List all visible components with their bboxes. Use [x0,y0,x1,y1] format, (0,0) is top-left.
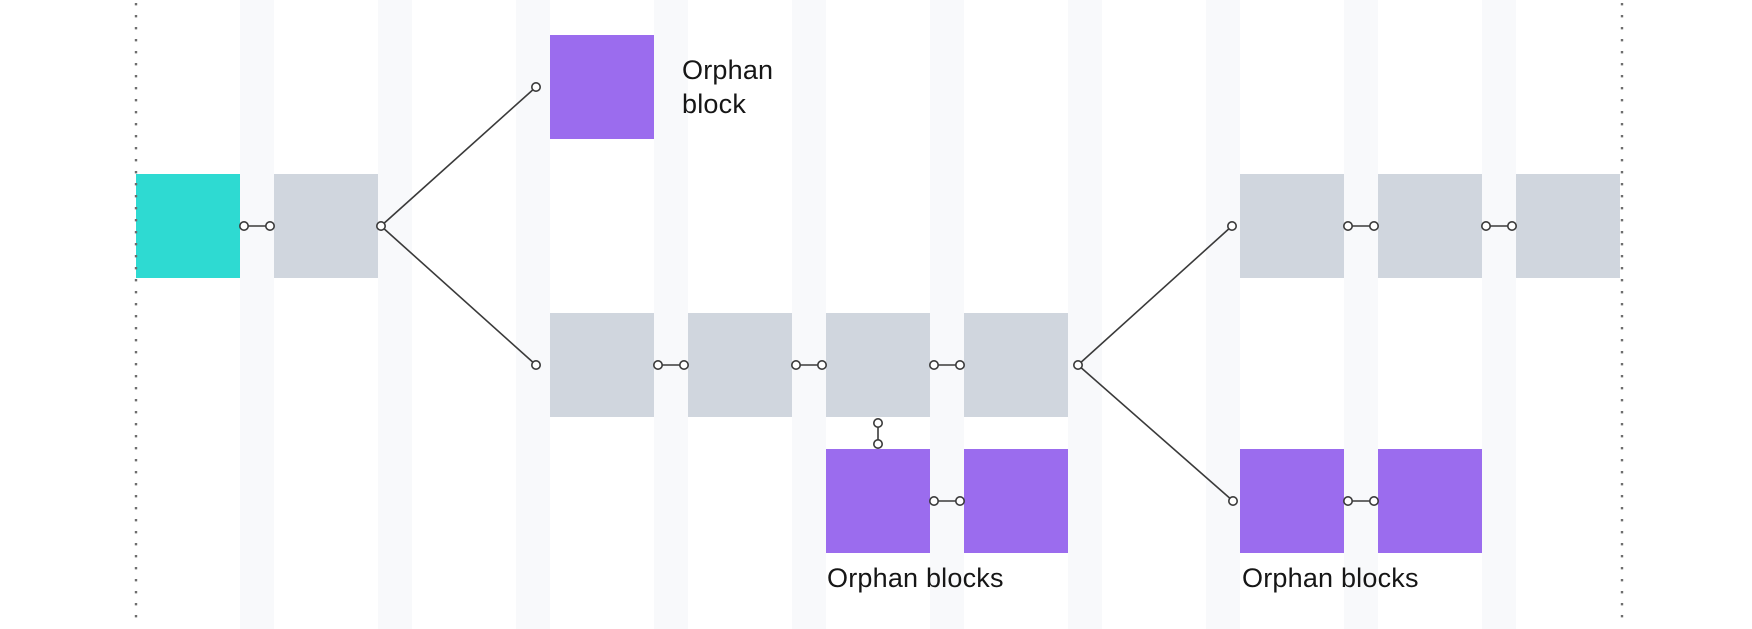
background-stripe [516,0,550,629]
connector-node-icon [652,359,663,370]
connector-node-icon [1481,221,1492,232]
chain-block [688,313,792,417]
connector-node-icon [928,359,939,370]
orphan-block [826,449,930,553]
connector-node-icon [1507,221,1518,232]
chain-block [1240,174,1344,278]
background-stripe [792,0,826,629]
fork-connector-line [1077,364,1234,502]
background-stripe [240,0,274,629]
connector-node-icon [954,359,965,370]
connector-node-icon [264,221,275,232]
connector-node-icon [816,359,827,370]
background-stripe [1206,0,1240,629]
connector-node-icon [872,438,883,449]
connector-node-icon [1343,221,1354,232]
orphan-block [1378,449,1482,553]
chain-block [964,313,1068,417]
connector-node-icon [530,359,541,370]
connector-node-icon [954,495,965,506]
genesis-block [136,174,240,278]
connector-node-icon [1369,495,1380,506]
orphan-block-label: Orphan block [682,55,774,119]
connector-node-icon [678,359,689,370]
orphan-block-top [550,35,654,139]
fork-connector-line [380,225,537,366]
connector-node-icon [1228,495,1239,506]
connector-node-icon [375,221,386,232]
fork-connector-line [380,86,537,227]
orphan-block [1240,449,1344,553]
background-stripe [1482,0,1516,629]
chain-block [274,174,378,278]
background-stripe [654,0,688,629]
connector-node-icon [1227,221,1238,232]
background-stripe [378,0,412,629]
connector-node-icon [790,359,801,370]
background-stripe [1344,0,1378,629]
background-stripe [930,0,964,629]
connector-node-icon [1343,495,1354,506]
connector-node-icon [1369,221,1380,232]
orphan-blocks-middle-label: Orphan blocks [827,563,1004,593]
background-stripe [1068,0,1102,629]
fork-connector-line [1077,225,1233,366]
connector-node-icon [928,495,939,506]
chain-block [550,313,654,417]
connector-node-icon [872,417,883,428]
chain-block [826,313,930,417]
orphan-block [964,449,1068,553]
connector-node-icon [1073,359,1084,370]
orphan-blocks-right-label: Orphan blocks [1242,563,1419,593]
chain-block [1516,174,1620,278]
connector-node-icon [530,82,541,93]
connector-node-icon [239,221,250,232]
chain-block [1378,174,1482,278]
